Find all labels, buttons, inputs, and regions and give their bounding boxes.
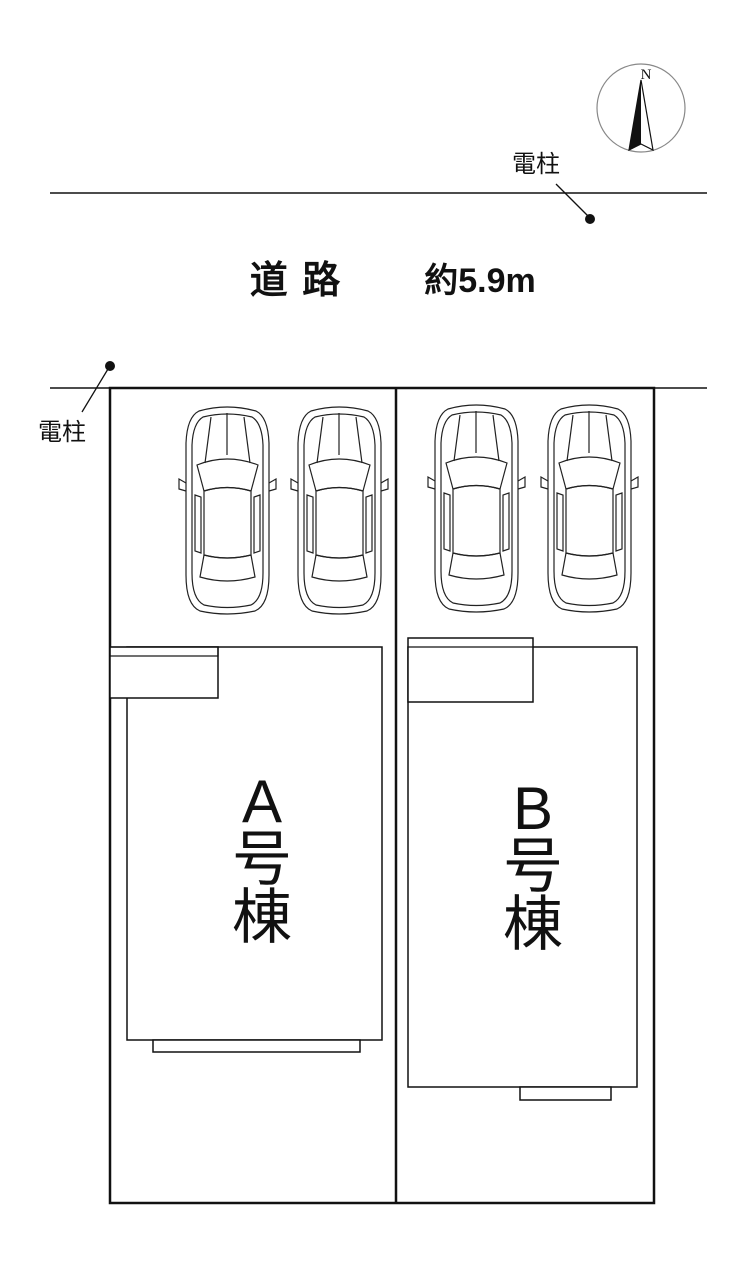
parked-car-icon bbox=[290, 406, 389, 615]
car-mirrors bbox=[290, 477, 389, 492]
compass: N bbox=[596, 63, 686, 153]
car-rear-window bbox=[561, 552, 618, 580]
road-label: 道 路 bbox=[250, 260, 343, 302]
parked-car-icon bbox=[540, 404, 639, 613]
car-hood-lines bbox=[204, 413, 251, 464]
utility-pole-icon bbox=[105, 361, 115, 371]
car-body-inner bbox=[303, 413, 376, 609]
utility-pole-2: 電柱 bbox=[38, 361, 115, 446]
parking-area bbox=[178, 404, 639, 615]
parked-car-icon bbox=[427, 404, 526, 613]
car-mirrors bbox=[427, 475, 526, 490]
car-roof bbox=[565, 484, 614, 557]
leader-line bbox=[81, 368, 109, 413]
car-body-inner bbox=[553, 411, 626, 607]
car-windshield bbox=[308, 458, 371, 492]
car-rear-window bbox=[311, 554, 368, 582]
car-side-windows bbox=[556, 492, 623, 552]
house-a-label-3: 棟 bbox=[232, 884, 292, 951]
compass-circle bbox=[596, 63, 686, 153]
house-a-back-step bbox=[152, 1039, 361, 1053]
car-body bbox=[185, 406, 270, 615]
compass-needle-icon bbox=[629, 80, 641, 150]
house-a-footprint bbox=[126, 646, 383, 1041]
car-side-windows bbox=[306, 494, 373, 554]
house-b-label-3: 棟 bbox=[503, 891, 563, 958]
car-body bbox=[434, 404, 519, 613]
house-b-footprint bbox=[407, 646, 638, 1088]
car-body-inner bbox=[191, 413, 264, 609]
house-b-label-2: 号 bbox=[503, 833, 563, 900]
car-body bbox=[547, 404, 632, 613]
car-mirrors bbox=[540, 475, 639, 490]
compass-north-label: N bbox=[641, 67, 652, 83]
car-roof bbox=[203, 486, 252, 559]
house-a: A 号 棟 bbox=[109, 646, 383, 1053]
car-side-windows bbox=[194, 494, 261, 554]
car-body-inner bbox=[440, 411, 513, 607]
car-rear-window bbox=[448, 552, 505, 580]
house-b: B 号 棟 bbox=[407, 637, 638, 1101]
house-b-letter: B bbox=[513, 775, 553, 842]
house-a-porch-step bbox=[109, 646, 219, 657]
car-body bbox=[297, 406, 382, 615]
car-side-windows bbox=[443, 492, 510, 552]
house-b-porch bbox=[407, 637, 534, 703]
car-rear-window bbox=[199, 554, 256, 582]
utility-pole-label: 電柱 bbox=[512, 151, 560, 178]
house-a-letter: A bbox=[242, 768, 282, 835]
car-roof bbox=[315, 486, 364, 559]
car-hood-lines bbox=[566, 411, 613, 462]
car-windshield bbox=[196, 458, 259, 492]
car-hood-lines bbox=[453, 411, 500, 462]
utility-pole-1: 電柱 bbox=[512, 151, 595, 224]
house-a-porch bbox=[109, 646, 219, 699]
utility-pole-label: 電柱 bbox=[38, 419, 86, 446]
house-a-label-2: 号 bbox=[232, 826, 292, 893]
utility-pole-icon bbox=[585, 214, 595, 224]
parked-car-icon bbox=[178, 406, 277, 615]
car-mirrors bbox=[178, 477, 277, 492]
leader-line bbox=[555, 183, 590, 218]
car-hood-lines bbox=[316, 413, 363, 464]
car-windshield bbox=[445, 456, 508, 490]
lot-boundary bbox=[108, 386, 656, 1205]
car-windshield bbox=[558, 456, 621, 490]
car-roof bbox=[452, 484, 501, 557]
house-b-back-step bbox=[519, 1086, 612, 1101]
road-width: 約5.9m bbox=[424, 262, 536, 300]
